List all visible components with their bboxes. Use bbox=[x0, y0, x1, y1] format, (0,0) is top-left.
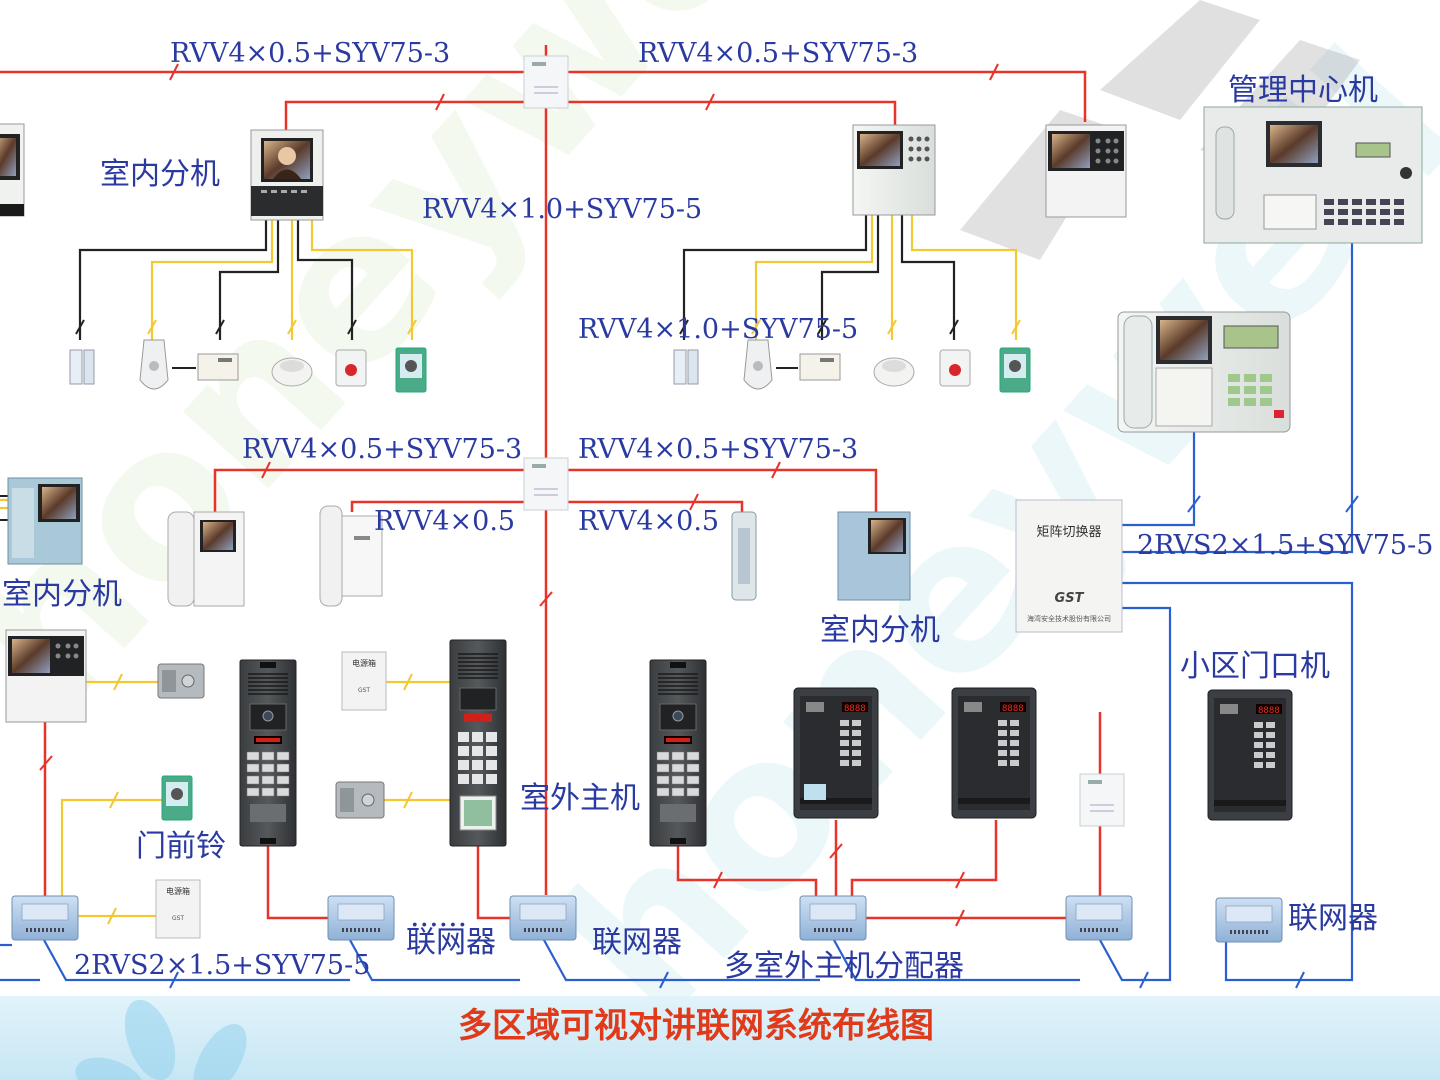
indoor-handset-unit-1 bbox=[167, 511, 245, 607]
label-doorbell: 门前铃 bbox=[136, 829, 226, 864]
cable-label-top-right: RVV4×0.5+SYV75-3 bbox=[638, 38, 918, 69]
label-multi-outdoor-distributor: 多室外主机分配器 bbox=[724, 949, 964, 984]
cable-tick-marks-red bbox=[39, 63, 999, 927]
cable-label-mid-short-left: RVV4×0.5 bbox=[374, 506, 515, 537]
cable-label-mid-left: RVV4×0.5+SYV75-3 bbox=[242, 434, 522, 465]
outdoor-unit-wide-2 bbox=[951, 687, 1037, 819]
mid-distribution-box bbox=[523, 457, 569, 511]
indoor-unit-top-far-right bbox=[1045, 124, 1127, 218]
cable-label-top-left: RVV4×0.5+SYV75-3 bbox=[170, 38, 450, 69]
cable-label-riser-upper: RVV4×1.0+SYV75-5 bbox=[422, 194, 702, 225]
electric-lock-icon bbox=[157, 663, 205, 699]
label-management-center: 管理中心机 bbox=[1228, 73, 1378, 108]
label-indoor-unit-top: 室内分机 bbox=[100, 157, 220, 192]
smoke-detector-icon bbox=[873, 357, 915, 387]
label-outdoor-main: 室外主机 bbox=[520, 781, 640, 816]
power-box-2: 电源箱 GST bbox=[155, 879, 201, 939]
pir-detector-icon bbox=[139, 339, 169, 390]
sensor-wiring-left bbox=[78, 215, 414, 340]
label-networker-1: 联网器 bbox=[406, 925, 496, 960]
matrix-switcher: 矩阵切换器 GST 海湾安全技术股份有限公司 bbox=[1015, 499, 1123, 633]
pir-detector-icon bbox=[743, 339, 773, 390]
cable-label-mid-short-right: RVV4×0.5 bbox=[578, 506, 719, 537]
doorbell-unit bbox=[161, 775, 193, 821]
emergency-button-icon bbox=[335, 349, 367, 387]
indoor-handset-unit-2 bbox=[319, 505, 383, 607]
multi-outdoor-distributor-box bbox=[799, 895, 867, 941]
door-magnet-sensor-icon bbox=[69, 349, 95, 385]
management-center-unit bbox=[1203, 106, 1423, 244]
cable-label-bottom-left: 2RVS2×1.5+SYV75-5 bbox=[74, 950, 370, 981]
networker-box bbox=[1215, 897, 1283, 943]
label-indoor-unit-right: 室内分机 bbox=[820, 613, 940, 648]
electric-lock-icon bbox=[335, 781, 385, 819]
sensor-wiring-right bbox=[682, 212, 1018, 340]
indoor-unit-right bbox=[837, 511, 911, 601]
cable-label-riser-right: RVV4×1.0+SYV75-5 bbox=[578, 314, 858, 345]
sensor-row-left bbox=[69, 339, 427, 393]
networker-box bbox=[509, 895, 577, 941]
blue-cables bbox=[0, 242, 1354, 982]
door-bell-icon bbox=[395, 347, 427, 393]
yellow-tick-marks bbox=[107, 673, 413, 925]
matrix-switcher-label: 矩阵切换器 bbox=[1036, 525, 1101, 540]
diagram-title: 多区域可视对讲联网系统布线图 bbox=[458, 1006, 934, 1046]
indoor-unit-top bbox=[250, 129, 324, 221]
outdoor-unit-wide-1 bbox=[793, 687, 879, 819]
power-box-label: 电源箱 bbox=[352, 658, 376, 668]
cable-label-matrix-right: 2RVS2×1.5+SYV75-5 bbox=[1137, 530, 1433, 561]
label-community-gate: 小区门口机 bbox=[1180, 649, 1330, 684]
outdoor-unit-1 bbox=[240, 660, 296, 846]
indoor-handset-unit-3 bbox=[731, 511, 757, 601]
label-indoor-unit-left: 室内分机 bbox=[2, 577, 122, 612]
networker-box bbox=[327, 895, 395, 941]
sensor-tick-marks bbox=[75, 319, 1021, 335]
networker-box bbox=[1065, 895, 1133, 941]
label-ellipsis: ...... bbox=[410, 899, 467, 934]
outdoor-unit-2 bbox=[449, 639, 507, 847]
cable-label-mid-right: RVV4×0.5+SYV75-3 bbox=[578, 434, 858, 465]
door-bell-icon bbox=[999, 347, 1031, 393]
glass-break-detector-icon bbox=[197, 353, 239, 381]
cable-tick-marks-blue bbox=[169, 495, 1359, 989]
desktop-manager-phone bbox=[1117, 311, 1291, 433]
outdoor-unit-3 bbox=[650, 660, 706, 846]
right-distribution-box bbox=[1079, 773, 1125, 827]
power-box-brand: GST bbox=[172, 915, 184, 922]
power-box-label: 电源箱 bbox=[166, 886, 190, 896]
indoor-unit-top-right bbox=[852, 124, 936, 216]
emergency-button-icon bbox=[939, 349, 971, 387]
matrix-company: 海湾安全技术股份有限公司 bbox=[1027, 614, 1111, 623]
door-magnet-sensor-icon bbox=[673, 349, 699, 385]
sensor-row-right bbox=[673, 339, 1031, 393]
indoor-unit-edge-top bbox=[0, 123, 25, 217]
top-distribution-box bbox=[523, 55, 569, 109]
community-gate-unit bbox=[1207, 689, 1293, 821]
indoor-unit-left bbox=[7, 477, 83, 565]
glass-break-detector-icon bbox=[799, 353, 841, 381]
red-cables bbox=[0, 45, 1102, 920]
networker-box bbox=[11, 895, 79, 941]
smoke-detector-icon bbox=[271, 357, 313, 387]
indoor-unit-lower-left bbox=[5, 629, 87, 723]
power-box-1: 电源箱 GST bbox=[341, 651, 387, 711]
footer-flower-icon bbox=[75, 999, 247, 1080]
label-networker-3: 联网器 bbox=[1288, 901, 1378, 936]
power-box-brand: GST bbox=[358, 687, 370, 694]
matrix-brand: GST bbox=[1055, 591, 1085, 606]
label-networker-2: 联网器 bbox=[592, 925, 682, 960]
